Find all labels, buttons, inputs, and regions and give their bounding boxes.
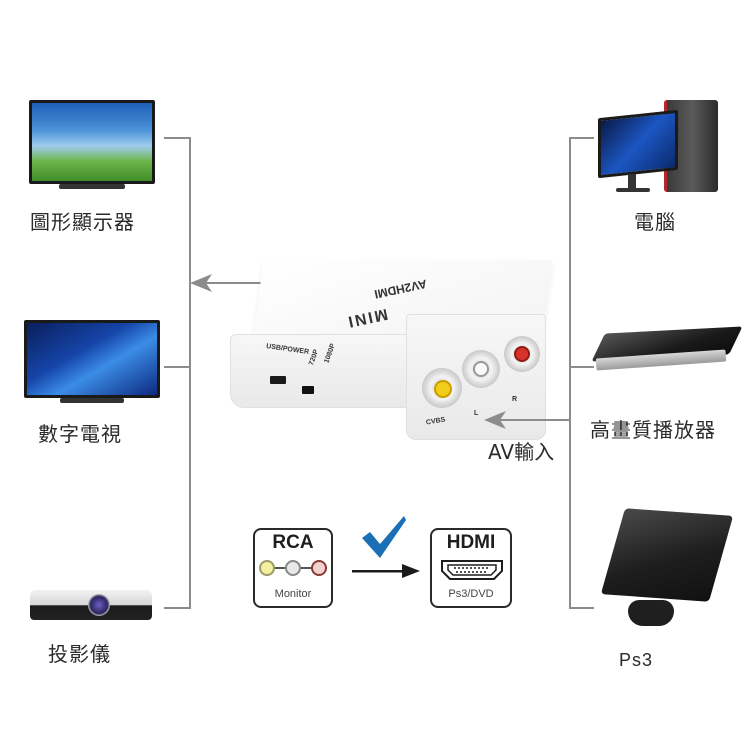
graphics-monitor-screen — [29, 100, 155, 184]
av2hdmi-converter: MINI AV2HDMI USB/POWER 720P 1080P CVBS L… — [226, 250, 556, 460]
audio-right-jack — [504, 336, 540, 372]
rca-yellow-dot-icon — [259, 560, 275, 576]
digital-tv-device — [24, 320, 160, 408]
computer-device — [598, 100, 730, 198]
right-bracket-tick-player — [569, 366, 594, 368]
audio-left-label: L — [474, 410, 479, 417]
resolution-switch[interactable] — [302, 386, 314, 394]
left-bracket-vertical — [189, 137, 191, 609]
audio-left-jack-insulator-icon — [473, 361, 489, 377]
av-input-label: AV輸入 — [488, 440, 555, 464]
hdmi-port-icon — [441, 560, 503, 580]
ps3-label: Ps3 — [619, 650, 654, 670]
right-bracket-tick-ps3 — [569, 607, 594, 609]
av-input-arrow-head-icon — [484, 411, 506, 429]
converter-side-face — [230, 334, 420, 408]
rca-title: RCA — [272, 532, 314, 553]
projector-label: 投影儀 — [48, 642, 111, 666]
computer-monitor-stand — [628, 174, 636, 188]
projector-device — [30, 588, 152, 626]
cvbs-jack-insulator-icon — [434, 380, 452, 398]
rca-subtitle: Monitor — [274, 588, 312, 600]
digital-tv-label: 數字電視 — [38, 422, 122, 446]
audio-right-label: R — [512, 396, 518, 403]
left-bracket-tick-projector — [164, 607, 191, 609]
av-input-arrow-shaft — [500, 419, 571, 421]
computer-monitor-screen — [598, 109, 678, 179]
graphics-monitor-stand — [59, 184, 125, 189]
computer-monitor-base — [616, 188, 650, 192]
graphics-monitor-label: 圖形顯示器 — [30, 210, 135, 234]
audio-right-jack-insulator-icon — [514, 346, 530, 362]
right-bracket-tick-computer — [569, 137, 594, 139]
audio-left-jack — [462, 350, 500, 388]
hd-player-label: 高畫質播放器 — [590, 418, 716, 442]
hd-player-device — [591, 326, 743, 376]
left-bracket-tick-monitor — [164, 137, 191, 139]
conversion-arrow-icon — [352, 564, 420, 578]
digital-tv-stand — [60, 398, 124, 403]
ps3-controller — [628, 600, 674, 626]
hdmi-subtitle: Ps3/DVD — [448, 588, 494, 600]
ps3-console — [600, 508, 734, 602]
projector-lens — [88, 594, 110, 616]
rca-monitor-icon: RCA Monitor — [253, 528, 333, 608]
hdmi-ps3-dvd-icon: HDMI Ps3/DVD — [430, 528, 512, 608]
output-arrow-head-icon — [190, 274, 212, 292]
rca-red-dot-icon — [311, 560, 327, 576]
digital-tv-screen — [24, 320, 160, 398]
computer-label: 電腦 — [634, 210, 676, 234]
hdmi-title: HDMI — [446, 532, 496, 553]
graphics-monitor-device — [29, 100, 155, 192]
rca-white-dot-icon — [285, 560, 301, 576]
checkmark-icon — [362, 516, 406, 558]
output-arrow-shaft — [205, 282, 305, 284]
cvbs-jack — [422, 368, 462, 408]
usb-power-port — [270, 376, 286, 384]
left-bracket-tick-tv — [164, 366, 191, 368]
right-bracket-vertical — [569, 137, 571, 609]
ps3-device — [600, 508, 734, 638]
